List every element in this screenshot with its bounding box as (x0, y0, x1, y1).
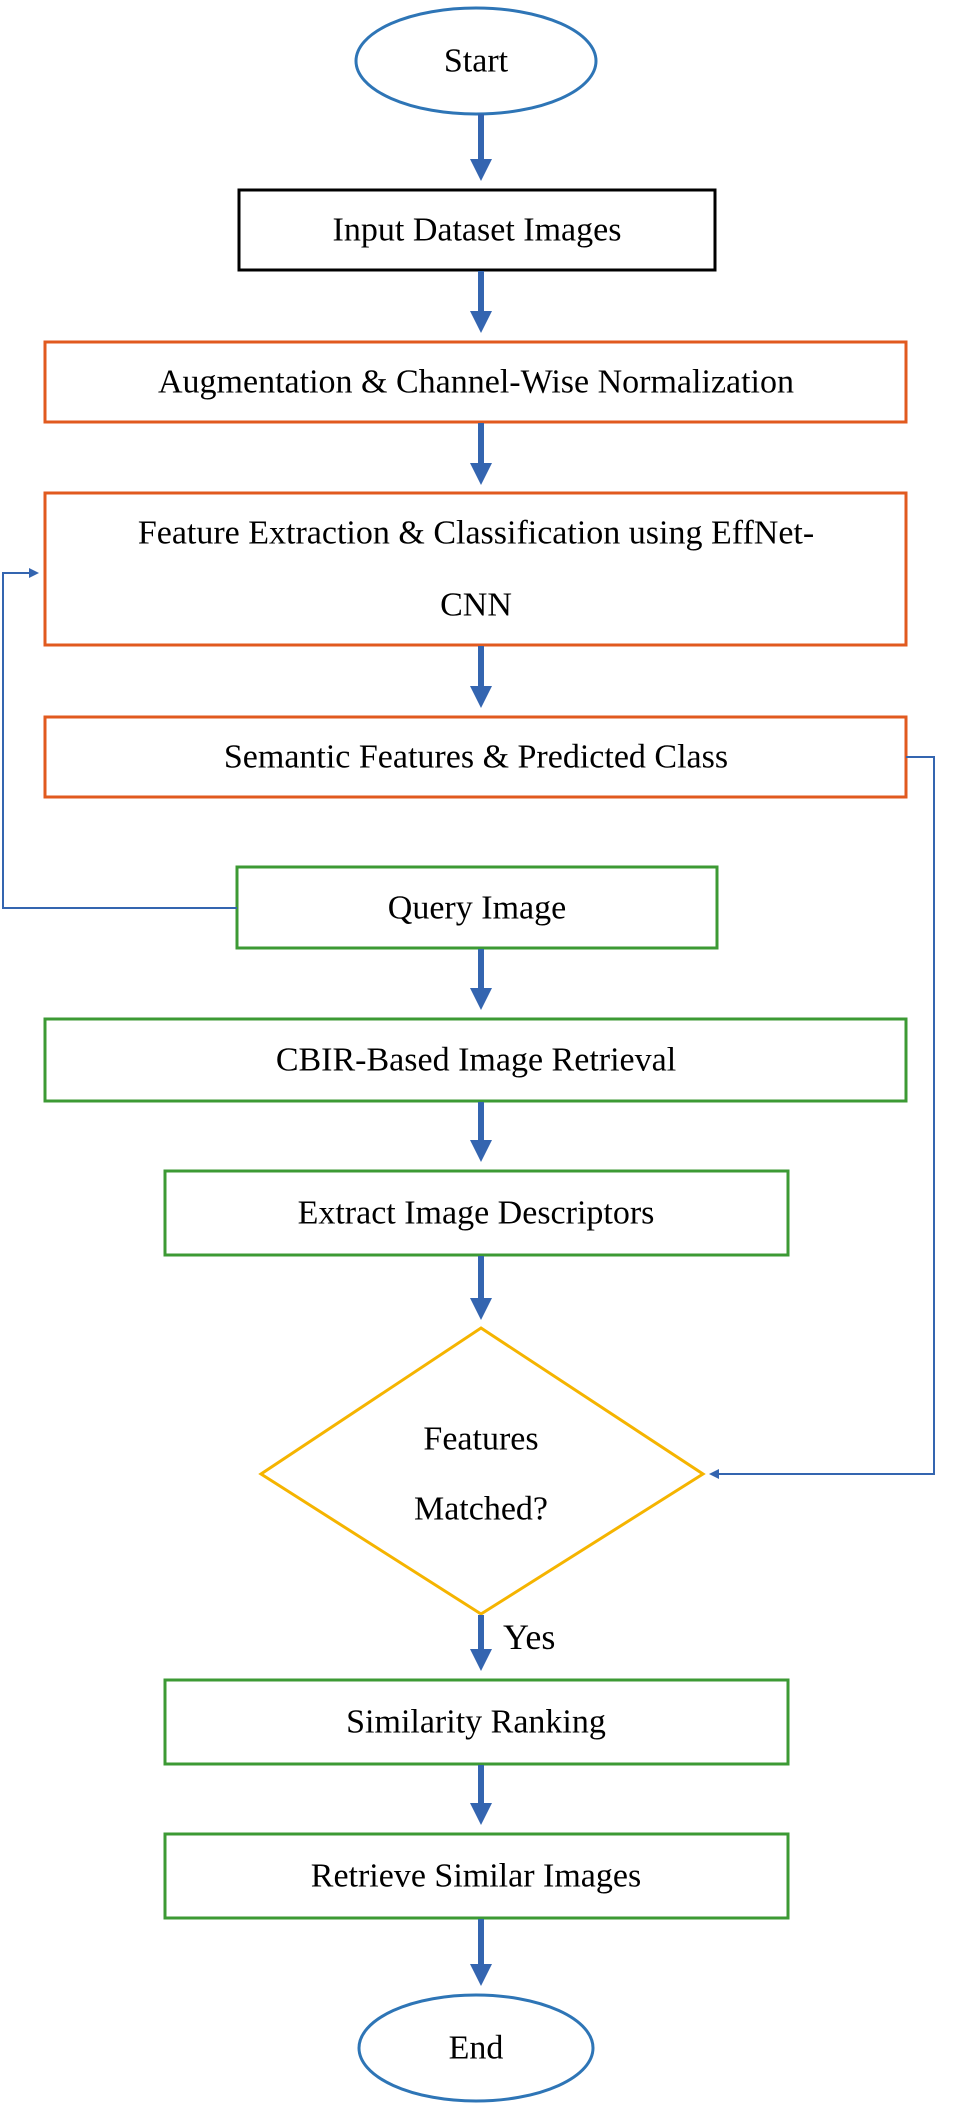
decision-label-line2: Matched? (414, 1491, 548, 1528)
augmentation-box: Augmentation & Channel-Wise Normalizatio… (43, 340, 908, 424)
decision-label-line1: Features (423, 1421, 538, 1458)
retrieve-similar-label: Retrieve Similar Images (311, 1858, 641, 1895)
yes-label: Yes (503, 1617, 555, 1657)
connector-query-to-feature (2, 568, 237, 909)
query-image-label: Query Image (388, 890, 566, 927)
connector-semantic-to-decision (709, 756, 935, 1479)
start-terminal: Start (354, 6, 598, 116)
retrieve-similar-box: Retrieve Similar Images (163, 1832, 790, 1920)
feature-extraction-label-line1: Feature Extraction & Classification usin… (138, 515, 814, 552)
feature-extraction-label-line2: CNN (440, 587, 512, 624)
thin-connectors (2, 568, 935, 1479)
start-label: Start (444, 43, 509, 80)
feature-extraction-box: Feature Extraction & Classification usin… (43, 491, 908, 647)
semantic-features-box: Semantic Features & Predicted Class (43, 715, 908, 799)
similarity-ranking-label: Similarity Ranking (346, 1704, 606, 1741)
end-terminal: End (357, 1993, 595, 2103)
input-dataset-label: Input Dataset Images (333, 212, 622, 249)
input-dataset-box: Input Dataset Images (237, 188, 717, 272)
cbir-retrieval-label: CBIR-Based Image Retrieval (276, 1042, 676, 1079)
extract-descriptors-box: Extract Image Descriptors (163, 1169, 790, 1257)
augmentation-label: Augmentation & Channel-Wise Normalizatio… (158, 364, 794, 401)
end-label: End (449, 2030, 504, 2067)
cbir-retrieval-box: CBIR-Based Image Retrieval (43, 1017, 908, 1103)
query-image-box: Query Image (235, 865, 719, 950)
extract-descriptors-label: Extract Image Descriptors (298, 1195, 655, 1232)
features-matched-decision: Features Matched? (258, 1326, 706, 1616)
similarity-ranking-box: Similarity Ranking (163, 1678, 790, 1766)
semantic-features-label: Semantic Features & Predicted Class (224, 739, 728, 776)
